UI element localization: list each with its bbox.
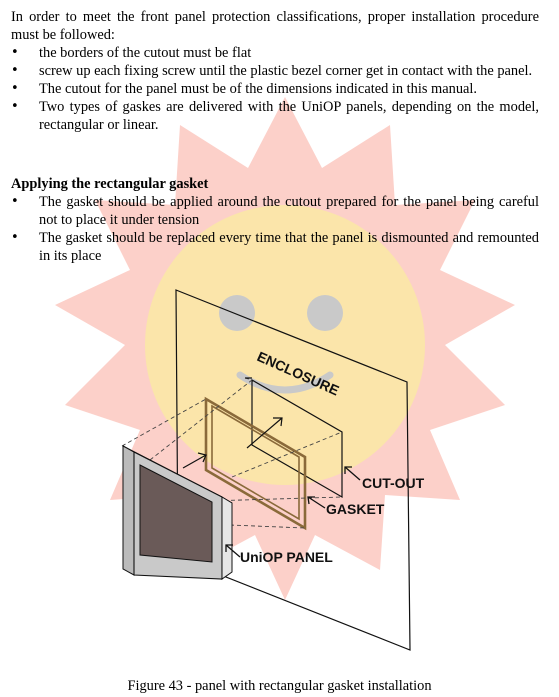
uniop-panel-label: UniOP PANEL xyxy=(240,549,333,565)
watermark-mouth xyxy=(236,371,334,394)
motion-arrows xyxy=(182,377,283,469)
list-item: The gasket should be replaced every time… xyxy=(11,229,539,265)
list-item: Two types of gaskes are delivered with t… xyxy=(11,98,539,134)
cutout-label: CUT-OUT xyxy=(362,475,425,491)
uniop-panel-device xyxy=(122,445,233,580)
gasket-instructions-list: The gasket should be applied around the … xyxy=(11,193,539,265)
section-heading: Applying the rectangular gasket xyxy=(11,176,209,192)
cutout-outline xyxy=(251,378,343,499)
figure-caption: Figure 43 - panel with rectangular gaske… xyxy=(127,678,432,694)
gasket-frame xyxy=(204,396,307,531)
list-item: screw up each fixing screw until the pla… xyxy=(11,62,539,80)
list-item: The cutout for the panel must be of the … xyxy=(11,80,539,98)
requirements-list: the borders of the cutout must be flat s… xyxy=(11,44,539,134)
watermark-left-eye xyxy=(219,295,255,331)
list-item: The gasket should be applied around the … xyxy=(11,193,539,229)
panel-screen xyxy=(139,464,213,563)
label-leaders xyxy=(225,466,361,558)
enclosure-panel xyxy=(175,289,411,651)
intro-paragraph: In order to meet the front panel protect… xyxy=(11,9,539,43)
list-item: the borders of the cutout must be flat xyxy=(11,44,539,62)
gasket-label: GASKET xyxy=(326,501,385,517)
watermark-right-eye xyxy=(307,295,343,331)
watermark-face xyxy=(145,205,425,485)
